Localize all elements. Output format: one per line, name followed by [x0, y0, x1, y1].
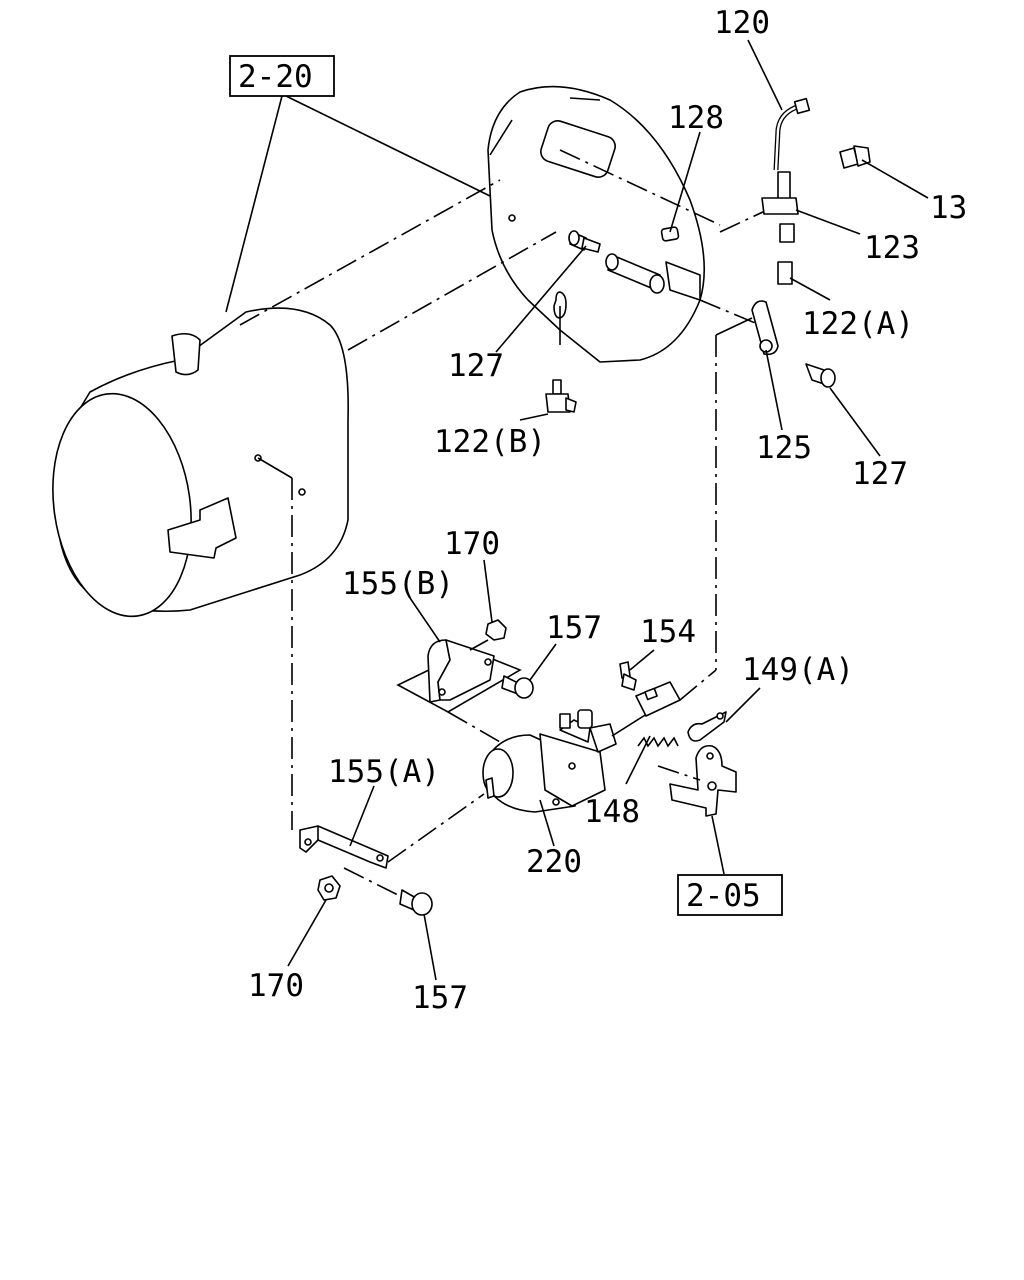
bracket-2-05 [657, 744, 737, 817]
ref-box-2-20 [229, 55, 335, 97]
callout-220: 220 [526, 844, 582, 880]
callout-170-upper: 170 [444, 526, 500, 562]
actuator-220 [482, 669, 717, 813]
callout-125: 125 [756, 430, 812, 466]
callout-157-lower: 157 [412, 980, 468, 1016]
bolt-157-lower [399, 889, 433, 916]
callout-149a: 149(A) [742, 652, 854, 688]
nut-170-lower [317, 875, 341, 901]
ref-box-2-05 [677, 874, 783, 916]
bolt-157-upper [501, 675, 534, 699]
bracket-155b [396, 639, 522, 743]
bell-housing [487, 85, 721, 363]
callout-155a: 155(A) [328, 754, 440, 790]
bolt-13 [839, 145, 871, 169]
callout-148: 148 [584, 794, 640, 830]
callout-13: 13 [930, 190, 967, 226]
callout-122a: 122(A) [802, 306, 914, 342]
bracket-155a [299, 793, 485, 897]
link-149a [687, 711, 727, 742]
pipe-120 [761, 97, 811, 285]
callout-127-lower: 127 [852, 456, 908, 492]
callout-155b: 155(B) [342, 566, 454, 602]
callout-127-upper: 127 [448, 348, 504, 384]
ref-2-20-label: 2-20 [238, 59, 313, 95]
bolt-127-upper [568, 230, 601, 253]
bolt-154 [619, 661, 637, 691]
callout-123: 123 [864, 230, 920, 266]
spring-148 [637, 736, 679, 748]
callout-128: 128 [668, 100, 724, 136]
callout-157-upper: 157 [546, 610, 602, 646]
grease-nipple-122b [545, 379, 577, 413]
nut-170-upper [485, 619, 507, 641]
shift-shaft [605, 203, 781, 326]
callout-170-lower: 170 [248, 968, 304, 1004]
transmission-case [52, 179, 557, 830]
callout-120: 120 [714, 5, 770, 41]
leader-lines [225, 39, 929, 981]
callout-154: 154 [640, 614, 696, 650]
callout-122b: 122(B) [434, 424, 546, 460]
lever-125 [715, 300, 836, 670]
ref-2-05-label: 2-05 [686, 878, 761, 914]
